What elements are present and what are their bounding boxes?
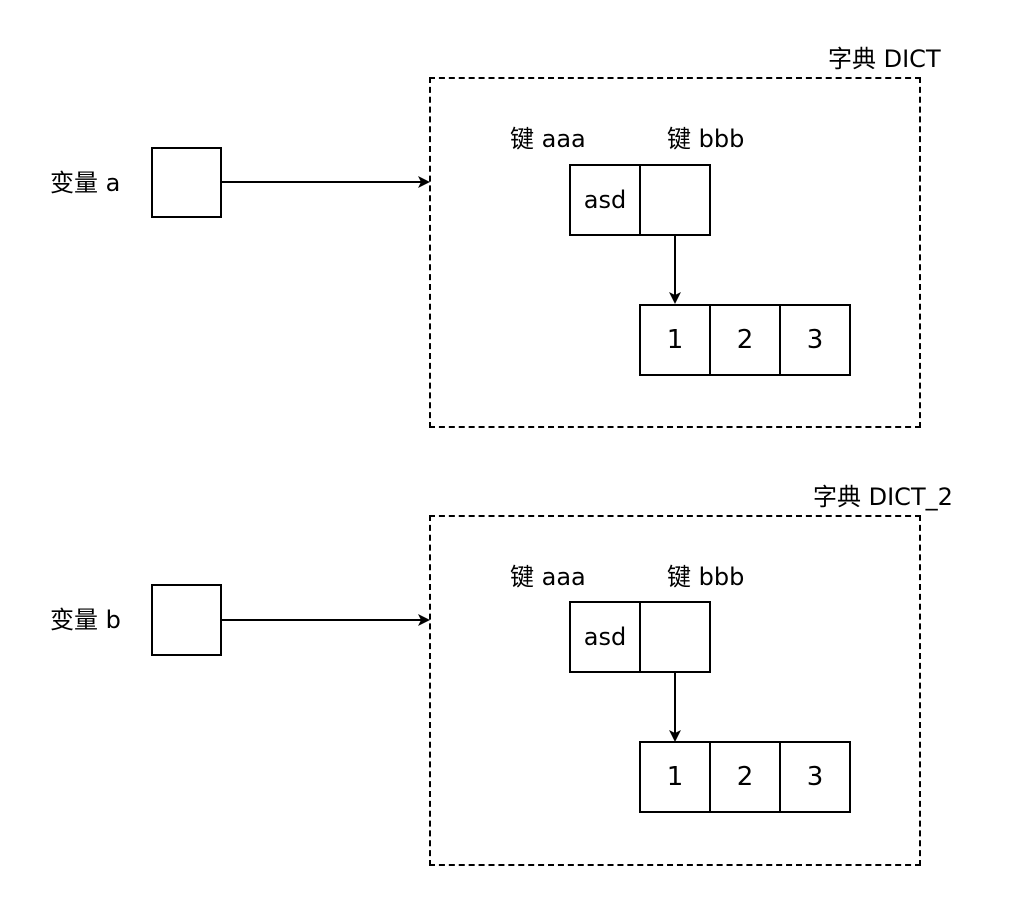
dict-1-list-item: 3 [779, 304, 851, 376]
dict-2-key-bbb-label: 键 bbb [667, 563, 745, 591]
dict-2-key-bbb-cell [639, 601, 711, 673]
dict-1-container [429, 77, 921, 428]
dict-1-key-aaa-cell: asd [569, 164, 641, 236]
variable-b-label: 变量 b [50, 606, 121, 634]
dict-2-list-item: 1 [639, 741, 711, 813]
dict-2-title: 字典 DICT_2 [813, 483, 953, 511]
dict-2-list-item: 2 [709, 741, 781, 813]
variable-a-box [151, 147, 222, 218]
dict-1-list-item: 2 [709, 304, 781, 376]
variable-a-label: 变量 a [50, 169, 121, 197]
dict-2-key-aaa-cell: asd [569, 601, 641, 673]
variable-b-box [151, 584, 222, 656]
dict-1-key-bbb-label: 键 bbb [667, 125, 745, 153]
dict-1-key-bbb-cell [639, 164, 711, 236]
dict-1-key-aaa-label: 键 aaa [510, 125, 586, 153]
dict-2-container [429, 515, 921, 866]
dict-2-list-item: 3 [779, 741, 851, 813]
dict-2-key-aaa-label: 键 aaa [510, 563, 586, 591]
dict-1-list-item: 1 [639, 304, 711, 376]
dict-1-title: 字典 DICT [828, 45, 941, 73]
